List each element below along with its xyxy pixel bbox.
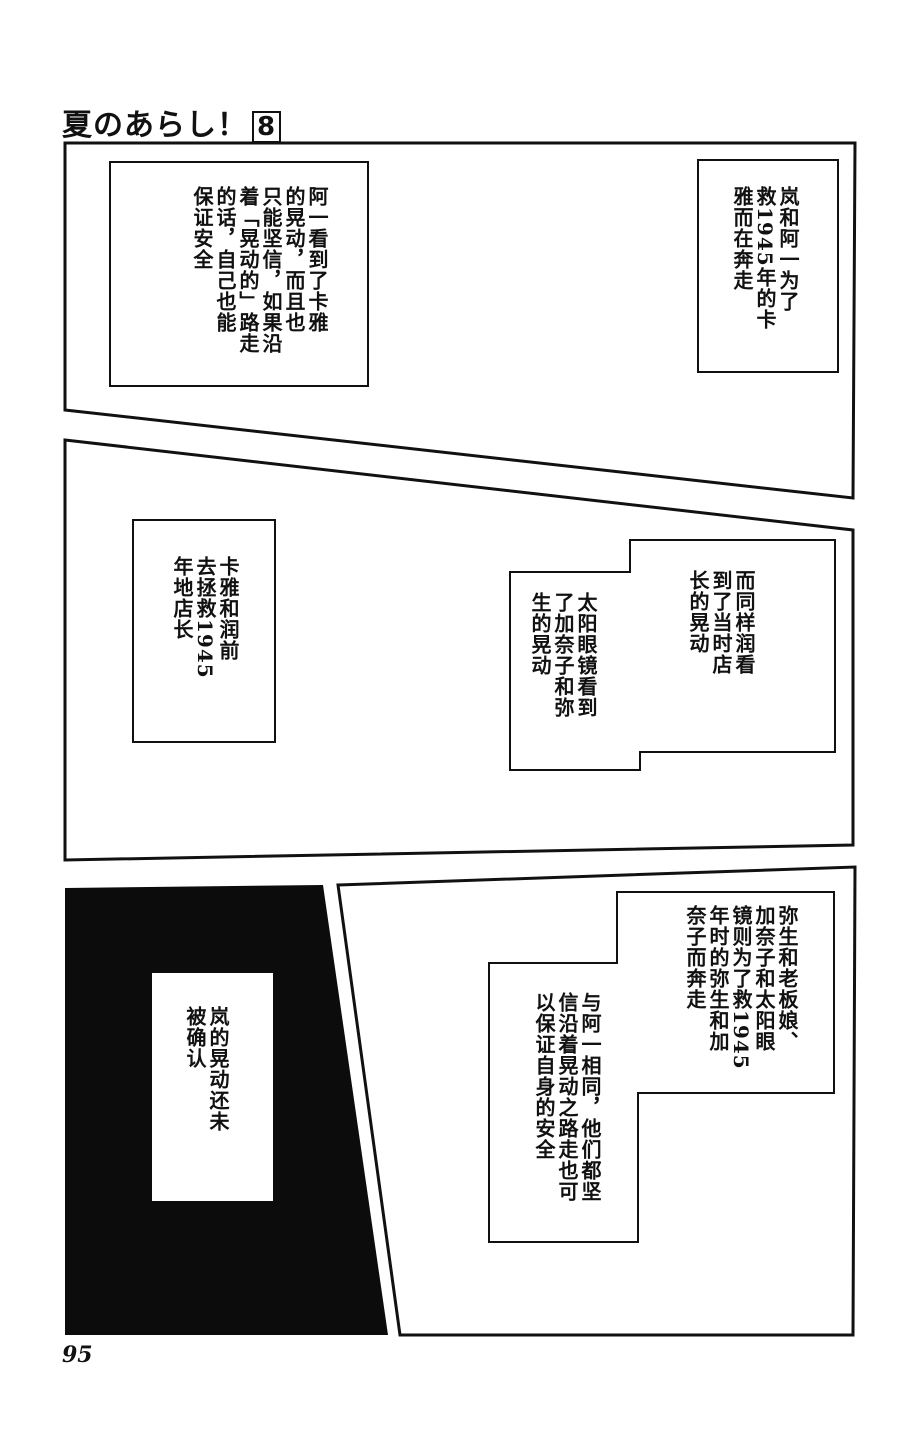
caption-text: 卡雅和润前 去拯救1945 年地店长 (170, 556, 240, 679)
caption-box (697, 159, 839, 373)
caption-text: 而同样润看 到了当时店 长的晃动 (686, 570, 756, 675)
page-number: 95 (62, 1342, 93, 1368)
caption-text: 岚的晃动还未 被确认 (183, 1006, 230, 1132)
title-text: 夏のあらし！ (62, 108, 248, 143)
caption-box (109, 161, 369, 387)
caption-text: 弥生和老板娘、 加奈子和太阳眼 镜则为了救1945 年时的弥生和加 奈子而奔走 (683, 905, 799, 1070)
caption-box (152, 973, 273, 1201)
caption-text: 与阿一相同，他们都坚 信沿着晃动之路走也可 以保证自身的安全 (532, 992, 602, 1202)
caption-box (132, 519, 276, 743)
caption-box (509, 539, 836, 771)
book-title: 夏のあらし！8 (62, 100, 282, 144)
caption-box (488, 891, 835, 1243)
caption-text: 太阳眼镜看到 了加奈子和弥 生的晃动 (528, 592, 598, 718)
caption-text: 阿一看到了卡雅 的晃动，而且也 只能坚信，如果沿 着「晃动的」路走 的话，自己也… (190, 186, 329, 354)
volume-badge: 8 (252, 111, 282, 143)
caption-text: 岚和阿一为了 救1945年的卡 雅而在奔走 (730, 186, 800, 330)
